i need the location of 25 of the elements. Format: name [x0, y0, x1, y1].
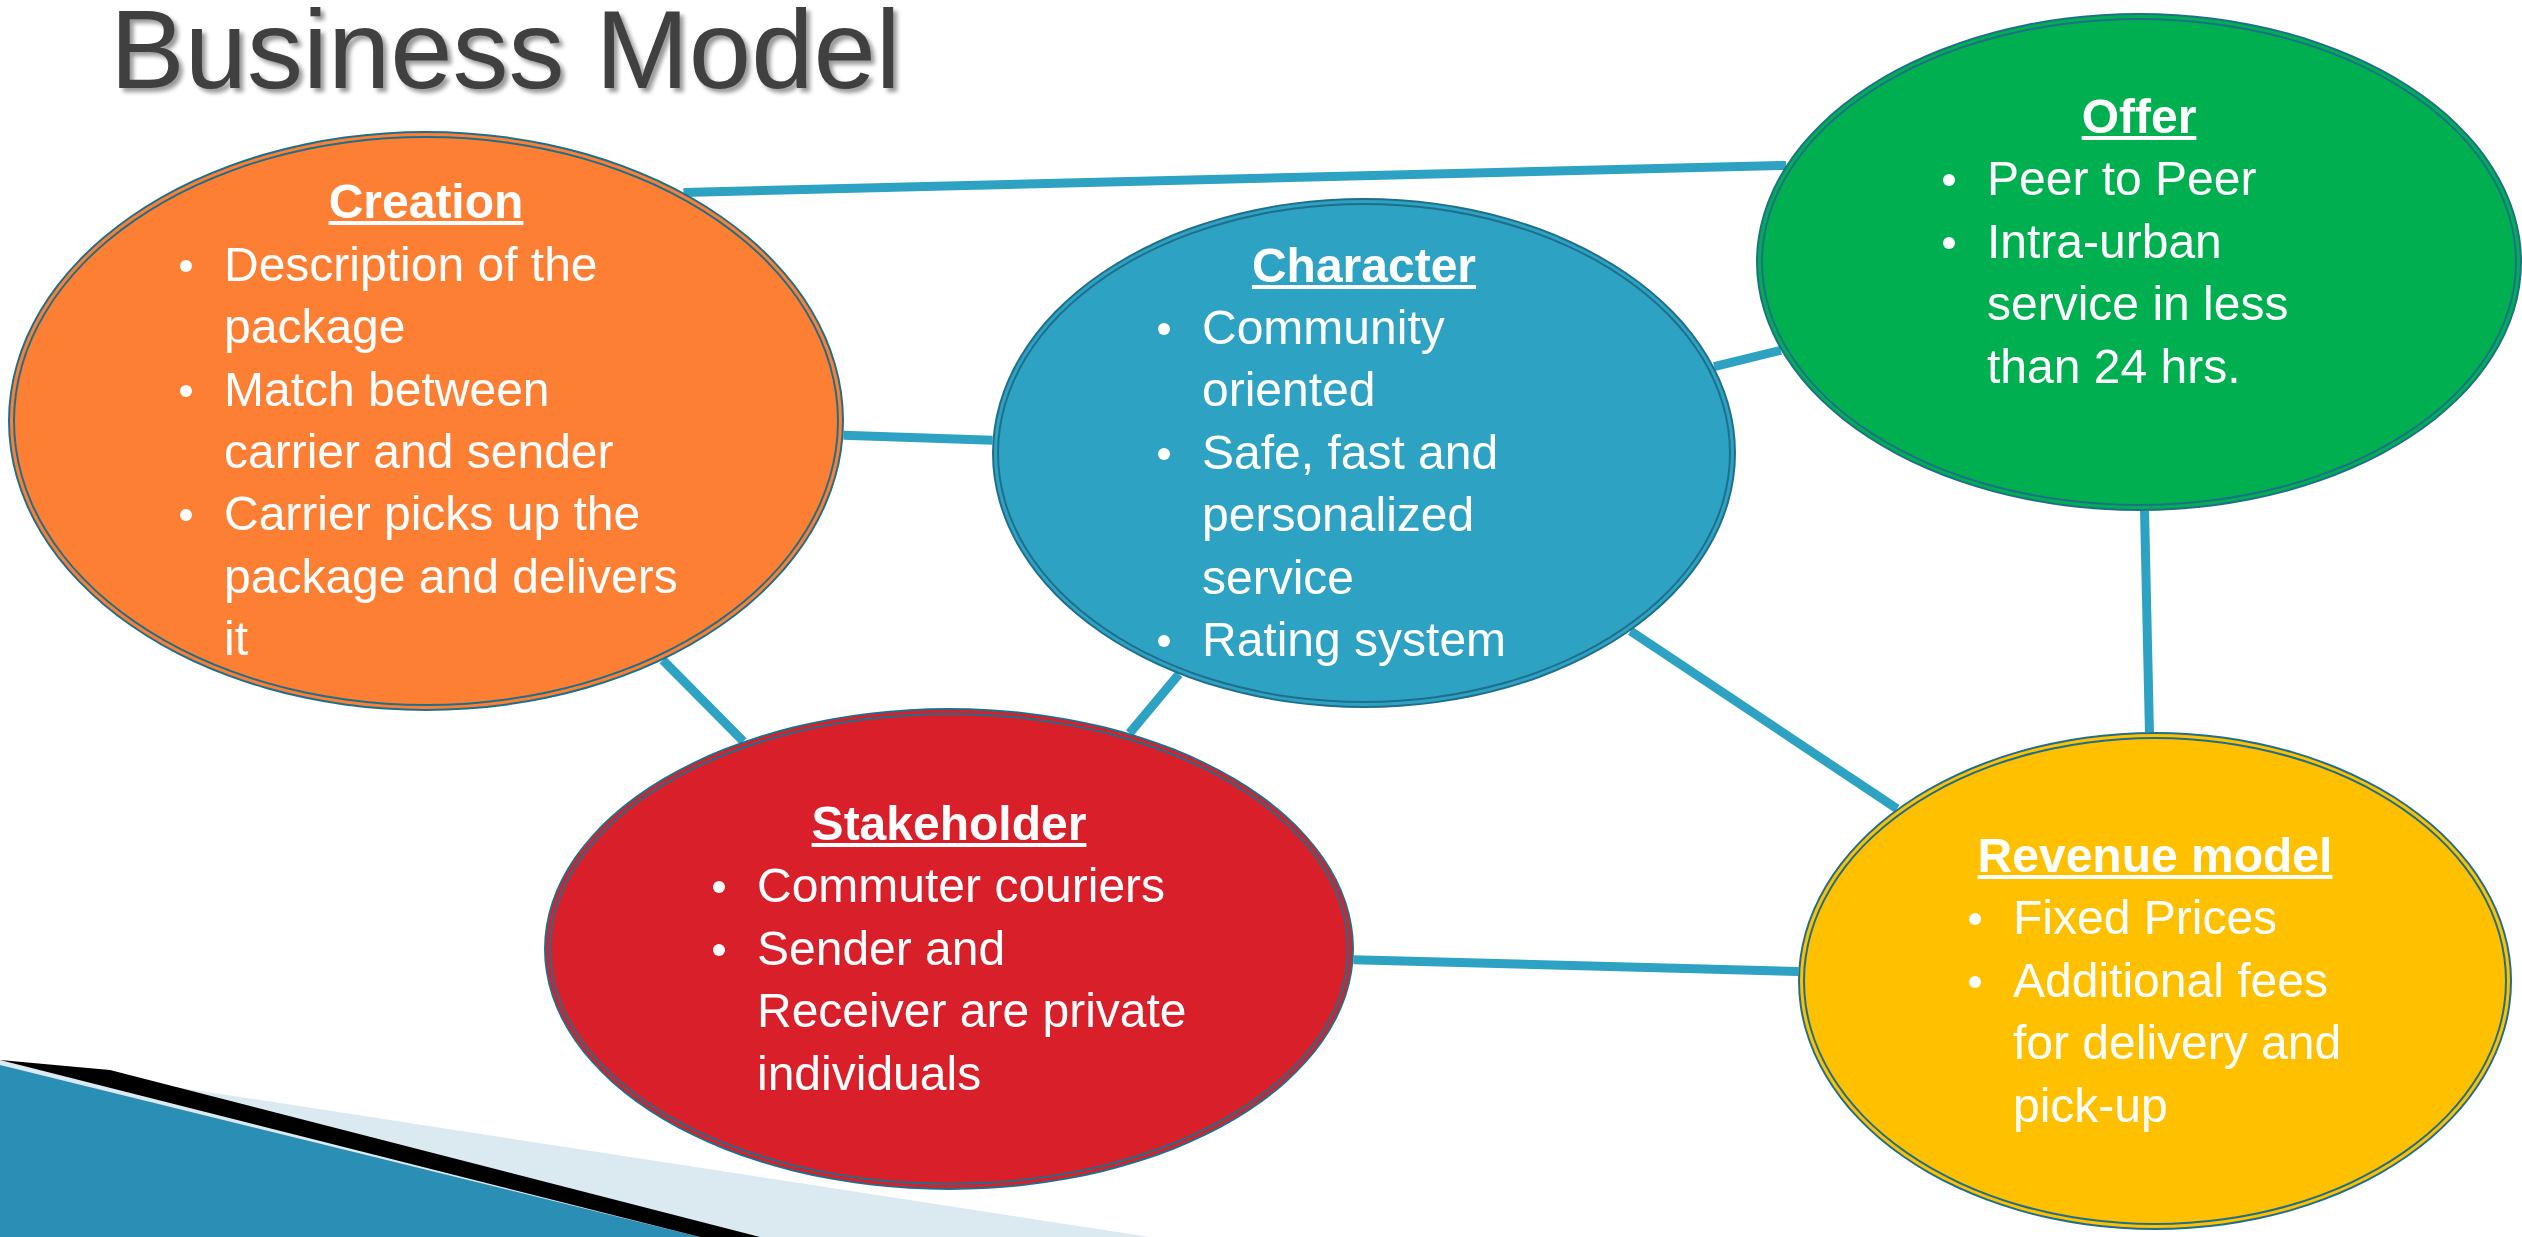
bullet-item: Safe, fast and personalized service: [1202, 425, 1499, 604]
bullet-item: Commuter couriers: [757, 859, 1166, 913]
connector-line: [843, 430, 993, 445]
bullet-item: Carrier picks up the package and delivers it: [224, 487, 678, 666]
connector-line: [1353, 955, 1799, 977]
node-heading: Stakeholder: [810, 796, 1088, 852]
bullet-item: Fixed Prices: [2013, 891, 2278, 945]
connector-line: [683, 160, 1787, 198]
node-heading: Revenue model: [1976, 828, 2334, 884]
node-heading: Creation: [327, 174, 525, 231]
bullet-item: Peer to Peer: [1987, 152, 2257, 206]
bullet-item: Sender and Receiver are private individuals: [757, 921, 1187, 1100]
node-heading: Character: [1250, 237, 1478, 294]
node-heading: Offer: [2080, 89, 2198, 145]
bullet-item: Intra-urban service in less than 24 hrs.: [1987, 214, 2289, 393]
bullet-item: Description of the package: [224, 237, 598, 354]
bullet-item: Additional fees for delivery and pick-up: [2013, 953, 2342, 1132]
bullet-item: Rating system: [1202, 612, 1507, 666]
connector-line: [1126, 671, 1183, 737]
connector-line: [1628, 627, 1900, 813]
bullet-item: Community oriented: [1202, 301, 1445, 417]
connector-line: [2140, 510, 2154, 733]
connector-line: [659, 656, 747, 745]
bullet-item: Match between carrier and sender: [224, 362, 614, 478]
slide-title: Business Model: [110, 0, 901, 106]
